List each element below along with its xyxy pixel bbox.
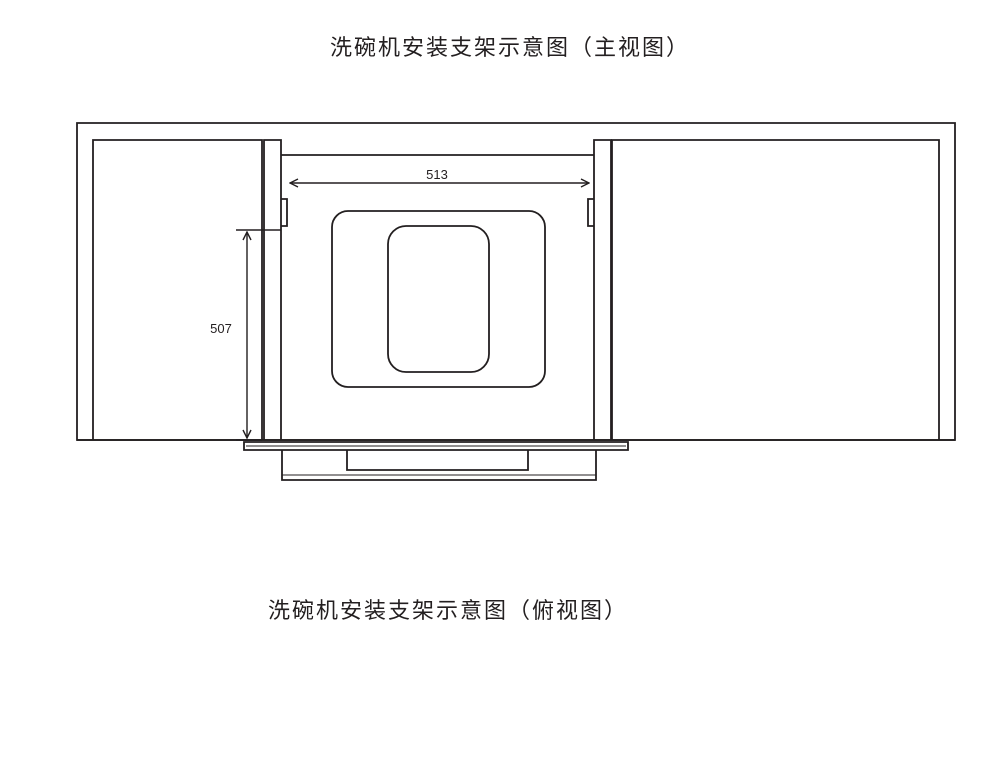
- bottom-tray-inner: [346, 450, 529, 471]
- width-dimension-label: 513: [426, 167, 448, 182]
- right-cabinet-panel: [611, 139, 940, 440]
- dishwasher-panel-outer: [331, 210, 546, 388]
- right-bracket-upright: [593, 139, 612, 440]
- height-dimension-label: 507: [210, 321, 232, 336]
- left-hook: [281, 198, 288, 227]
- cabinet-outer-frame: [76, 122, 956, 441]
- bottom-tray: [281, 450, 597, 481]
- dishwasher-window: [387, 225, 490, 373]
- top-view-title: 洗碗机安装支架示意图（俯视图）: [268, 599, 629, 624]
- base-plinth: [243, 441, 629, 451]
- front-view-title: 洗碗机安装支架示意图（主视图）: [330, 36, 691, 61]
- right-hook: [587, 198, 594, 227]
- left-cabinet-panel: [92, 139, 263, 440]
- left-bracket-upright: [263, 139, 282, 440]
